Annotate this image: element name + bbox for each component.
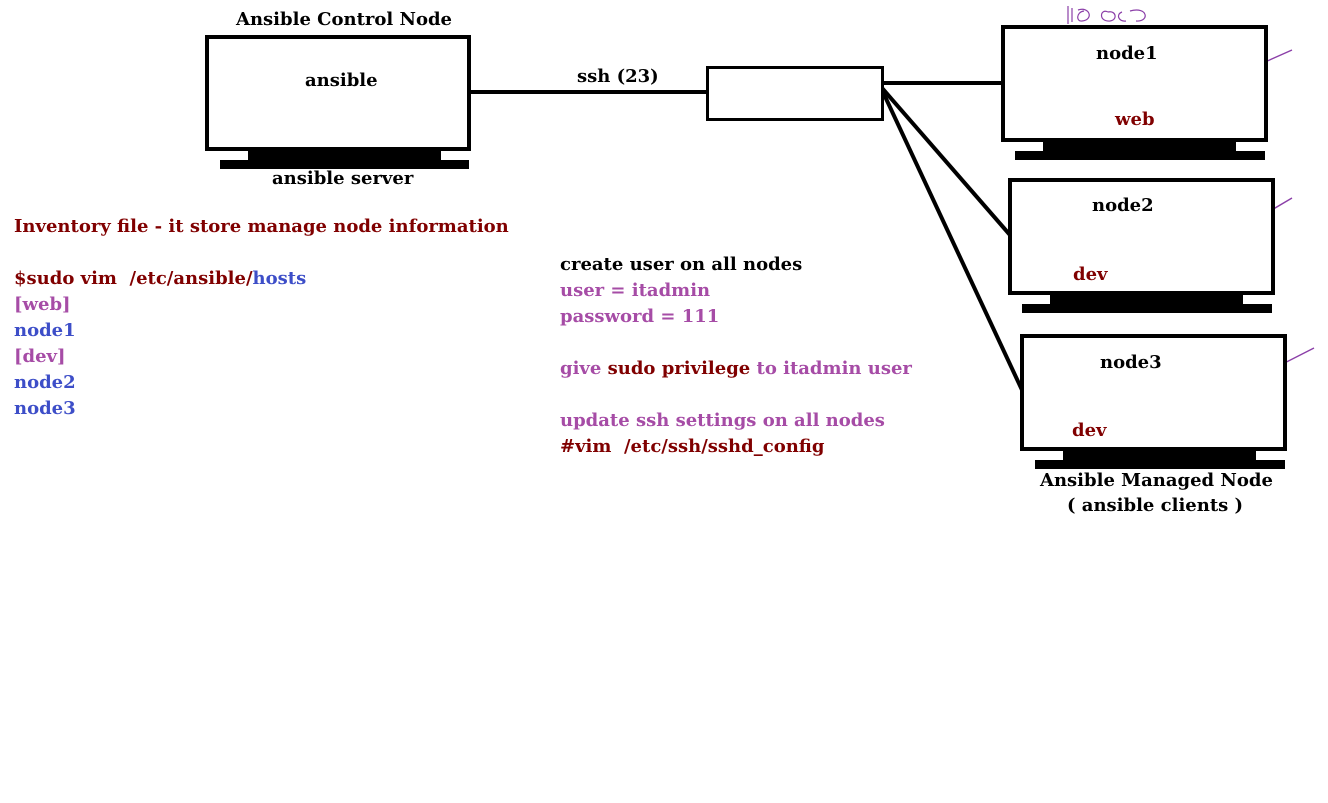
note-sudo: give sudo privilege to itadmin user [560,360,912,378]
note-sudo-to: to itadmin user [756,358,912,379]
command-path: /etc/ansible/ [129,268,253,289]
ansible-server-label: ansible server [272,168,414,189]
note-vim-command: #vim /etc/ssh/sshd_config [560,438,824,456]
control-stand [248,150,441,160]
note-update-ssh: update ssh settings on all nodes [560,410,885,431]
ink-scribble-icon [1067,6,1146,24]
node2-box [1008,178,1275,295]
inventory-group-dev: [dev] [14,346,66,367]
node1-base [1015,151,1265,160]
node2-base [1022,304,1272,313]
ansible-box-label: ansible [305,70,378,91]
network-switch-box [706,66,884,121]
ansible-control-box [205,35,471,151]
inventory-group-web: [web] [14,294,71,315]
inventory-host-node1: node1 [14,320,76,341]
inventory-title: Inventory file - it store manage node in… [14,216,509,237]
node3-base [1035,460,1285,469]
switch-to-node2-line [880,86,1012,237]
inventory-host-node3: node3 [14,398,76,419]
inventory-host-node2: node2 [14,372,76,393]
node1-group: web [1115,109,1155,130]
note-user: user = itadmin [560,280,711,301]
node2-name: node2 [1092,195,1154,216]
note-vim-path: /etc/ssh/sshd_config [623,436,825,457]
inventory-command: $sudo vim /etc/ansible/hosts [14,270,306,288]
ssh-port-label: ssh (23) [577,66,659,87]
node3-box [1020,334,1287,451]
note-sudo-give: give [560,358,602,379]
node3-group: dev [1072,420,1107,441]
control-node-heading: Ansible Control Node [236,9,452,30]
node3-name: node3 [1100,352,1162,373]
command-file: hosts [252,268,307,289]
node2-group: dev [1073,264,1108,285]
node1-name: node1 [1096,43,1158,64]
node3-stand [1063,450,1256,460]
command-prefix: $sudo vim [14,268,117,289]
node1-stand [1043,141,1236,151]
note-sudo-privilege: sudo privilege [607,358,751,379]
note-vim: #vim [560,436,612,457]
ansible-clients-label: ( ansible clients ) [1067,495,1244,516]
control-base [220,160,469,169]
note-create-user: create user on all nodes [560,254,803,275]
switch-to-node3-line [880,89,1024,391]
node2-stand [1050,294,1243,304]
note-password: password = 111 [560,306,720,327]
managed-node-heading: Ansible Managed Node [1040,470,1273,491]
node1-box [1001,25,1268,142]
